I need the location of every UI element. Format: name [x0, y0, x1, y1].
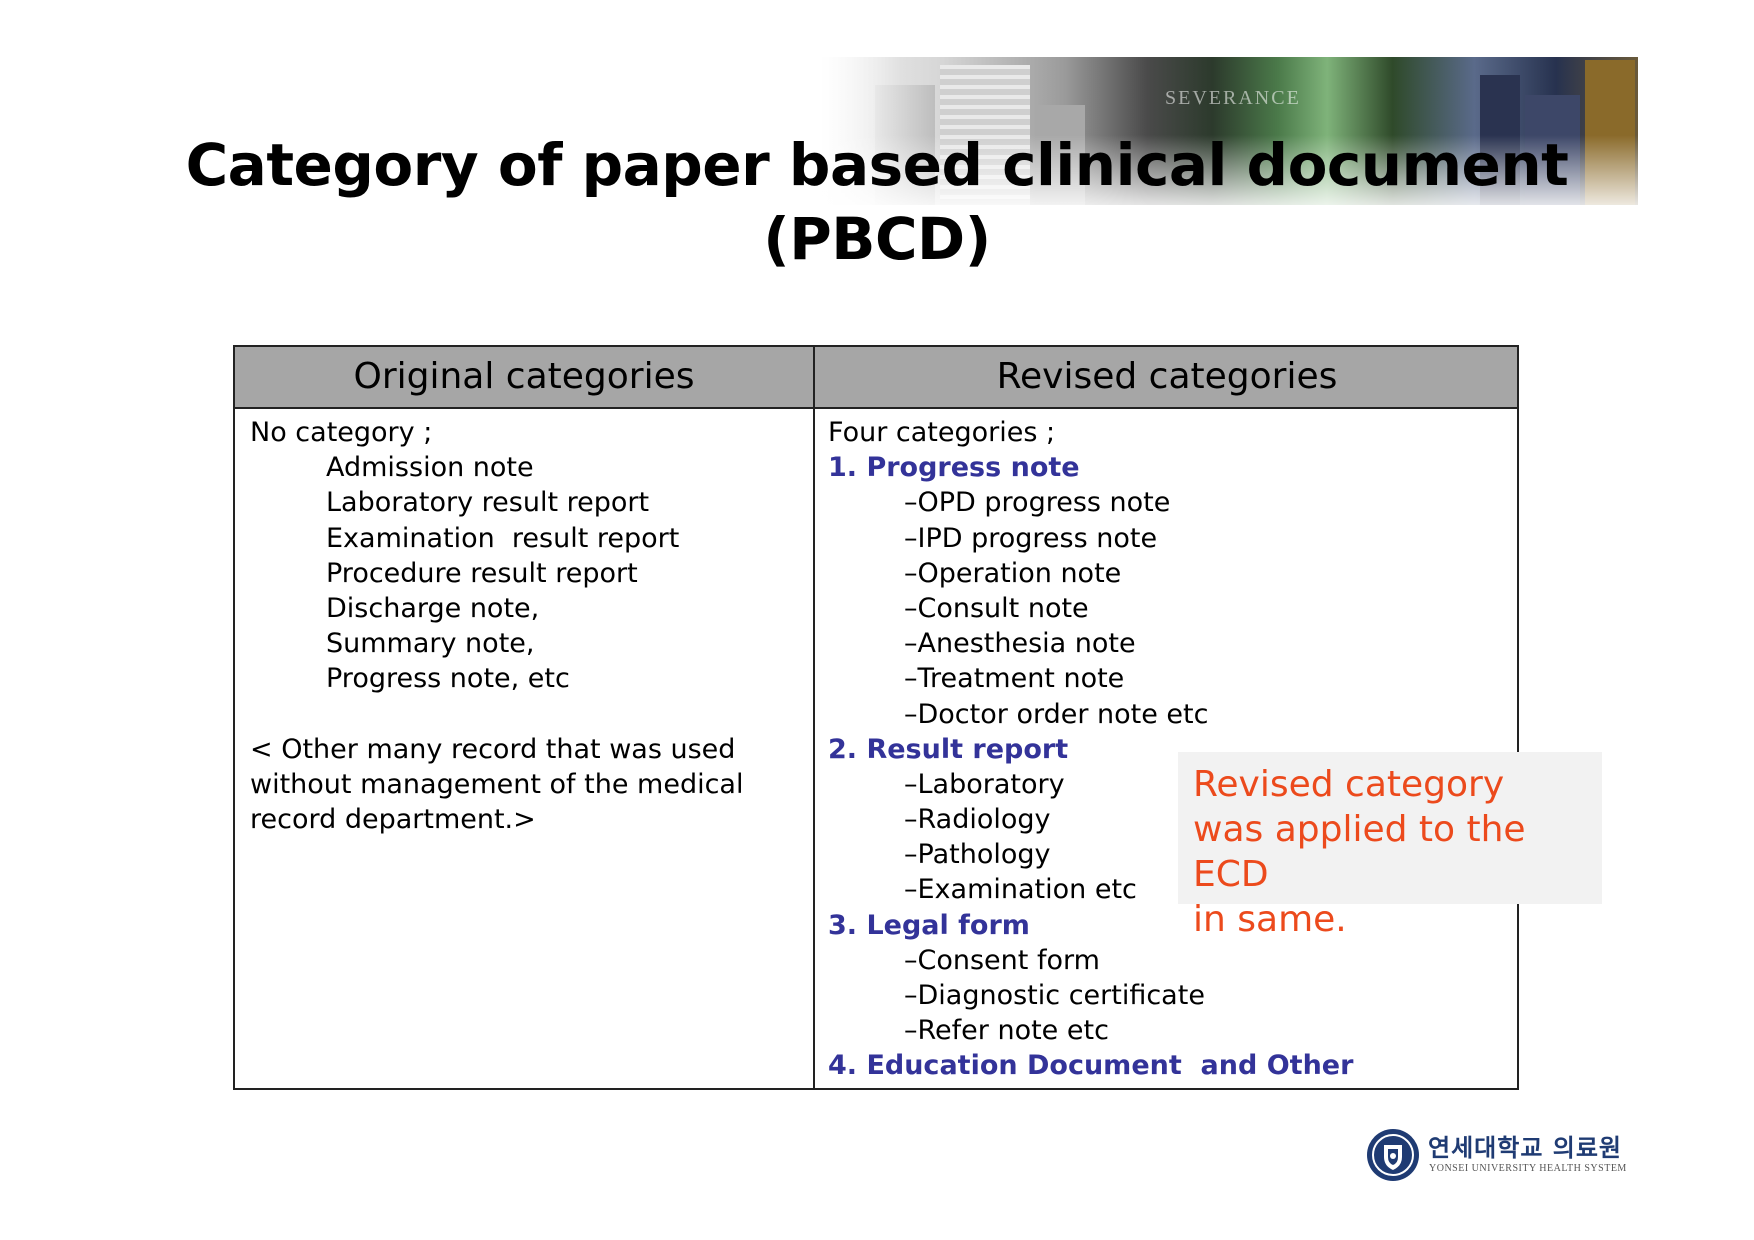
original-note-line: < Other many record that was used — [250, 733, 736, 765]
callout-box: Revised category was applied to the ECD … — [1178, 752, 1602, 940]
original-item: Progress note, etc — [326, 663, 570, 695]
original-categories-column: No category ; Admission note Laboratory … — [250, 415, 805, 837]
callout-line: in same. — [1193, 899, 1347, 940]
table-header-row: Original categories Revised categories — [235, 347, 1517, 409]
original-note-line: record department.> — [250, 804, 536, 836]
group-item: –Doctor order note etc — [904, 698, 1209, 730]
callout-line: was applied to the ECD — [1193, 809, 1526, 895]
group-item: –Anesthesia note — [904, 628, 1136, 660]
yonsei-logo: 연세대학교 의료원 YONSEI UNIVERSITY HEALTH SYSTE… — [1366, 1128, 1636, 1184]
original-intro: No category ; — [250, 417, 433, 448]
group-item: –Pathology — [904, 839, 1051, 871]
original-note-line: without management of the medical — [250, 768, 744, 800]
column-divider — [813, 347, 815, 1088]
group-item: –Laboratory — [904, 768, 1065, 800]
group-item: –IPD progress note — [904, 522, 1158, 554]
group-item: –Consent form — [904, 944, 1100, 976]
categories-table: Original categories Revised categories N… — [233, 345, 1519, 1090]
shield-emblem-icon — [1367, 1129, 1419, 1181]
page-title: Category of paper based clinical documen… — [0, 128, 1754, 276]
group-title-result-report: 2. Result report — [828, 733, 1069, 765]
group-item: –Treatment note — [904, 663, 1125, 695]
banner-text: SEVERANCE — [1165, 87, 1301, 109]
group-item: –OPD progress note — [904, 487, 1171, 519]
group-title-education-document: 4. Education Document and Other — [828, 1050, 1354, 1082]
group-item: –Operation note — [904, 557, 1122, 589]
group-item: –Examination etc — [904, 874, 1137, 906]
title-line-2: (PBCD) — [763, 205, 991, 273]
header-revised-categories: Revised categories — [996, 356, 1338, 397]
callout-line: Revised category — [1193, 764, 1505, 805]
group-title-progress-note: 1. Progress note — [828, 452, 1080, 484]
group-item: –Refer note etc — [904, 1015, 1109, 1047]
original-item: Admission note — [326, 452, 534, 484]
logo-english-text: YONSEI UNIVERSITY HEALTH SYSTEM — [1429, 1163, 1627, 1174]
revised-categories-column: Four categories ; 1. Progress note –OPD … — [828, 415, 1508, 1084]
logo-korean-text: 연세대학교 의료원 — [1428, 1134, 1622, 1162]
original-item: Discharge note, — [326, 592, 540, 624]
original-item: Laboratory result report — [326, 487, 650, 519]
original-item: Summary note, — [326, 628, 535, 660]
original-item: Examination result report — [326, 522, 680, 554]
group-title-legal-form: 3. Legal form — [828, 909, 1030, 941]
group-item: –Radiology — [904, 804, 1051, 836]
revised-intro: Four categories ; — [828, 417, 1056, 448]
title-line-1: Category of paper based clinical documen… — [185, 131, 1569, 199]
header-original-categories: Original categories — [353, 356, 695, 397]
header-banner-image: SEVERANCE — [820, 57, 1638, 205]
group-item: –Consult note — [904, 592, 1089, 624]
group-item: –Diagnostic certificate — [904, 980, 1205, 1011]
original-item: Procedure result report — [326, 557, 638, 589]
